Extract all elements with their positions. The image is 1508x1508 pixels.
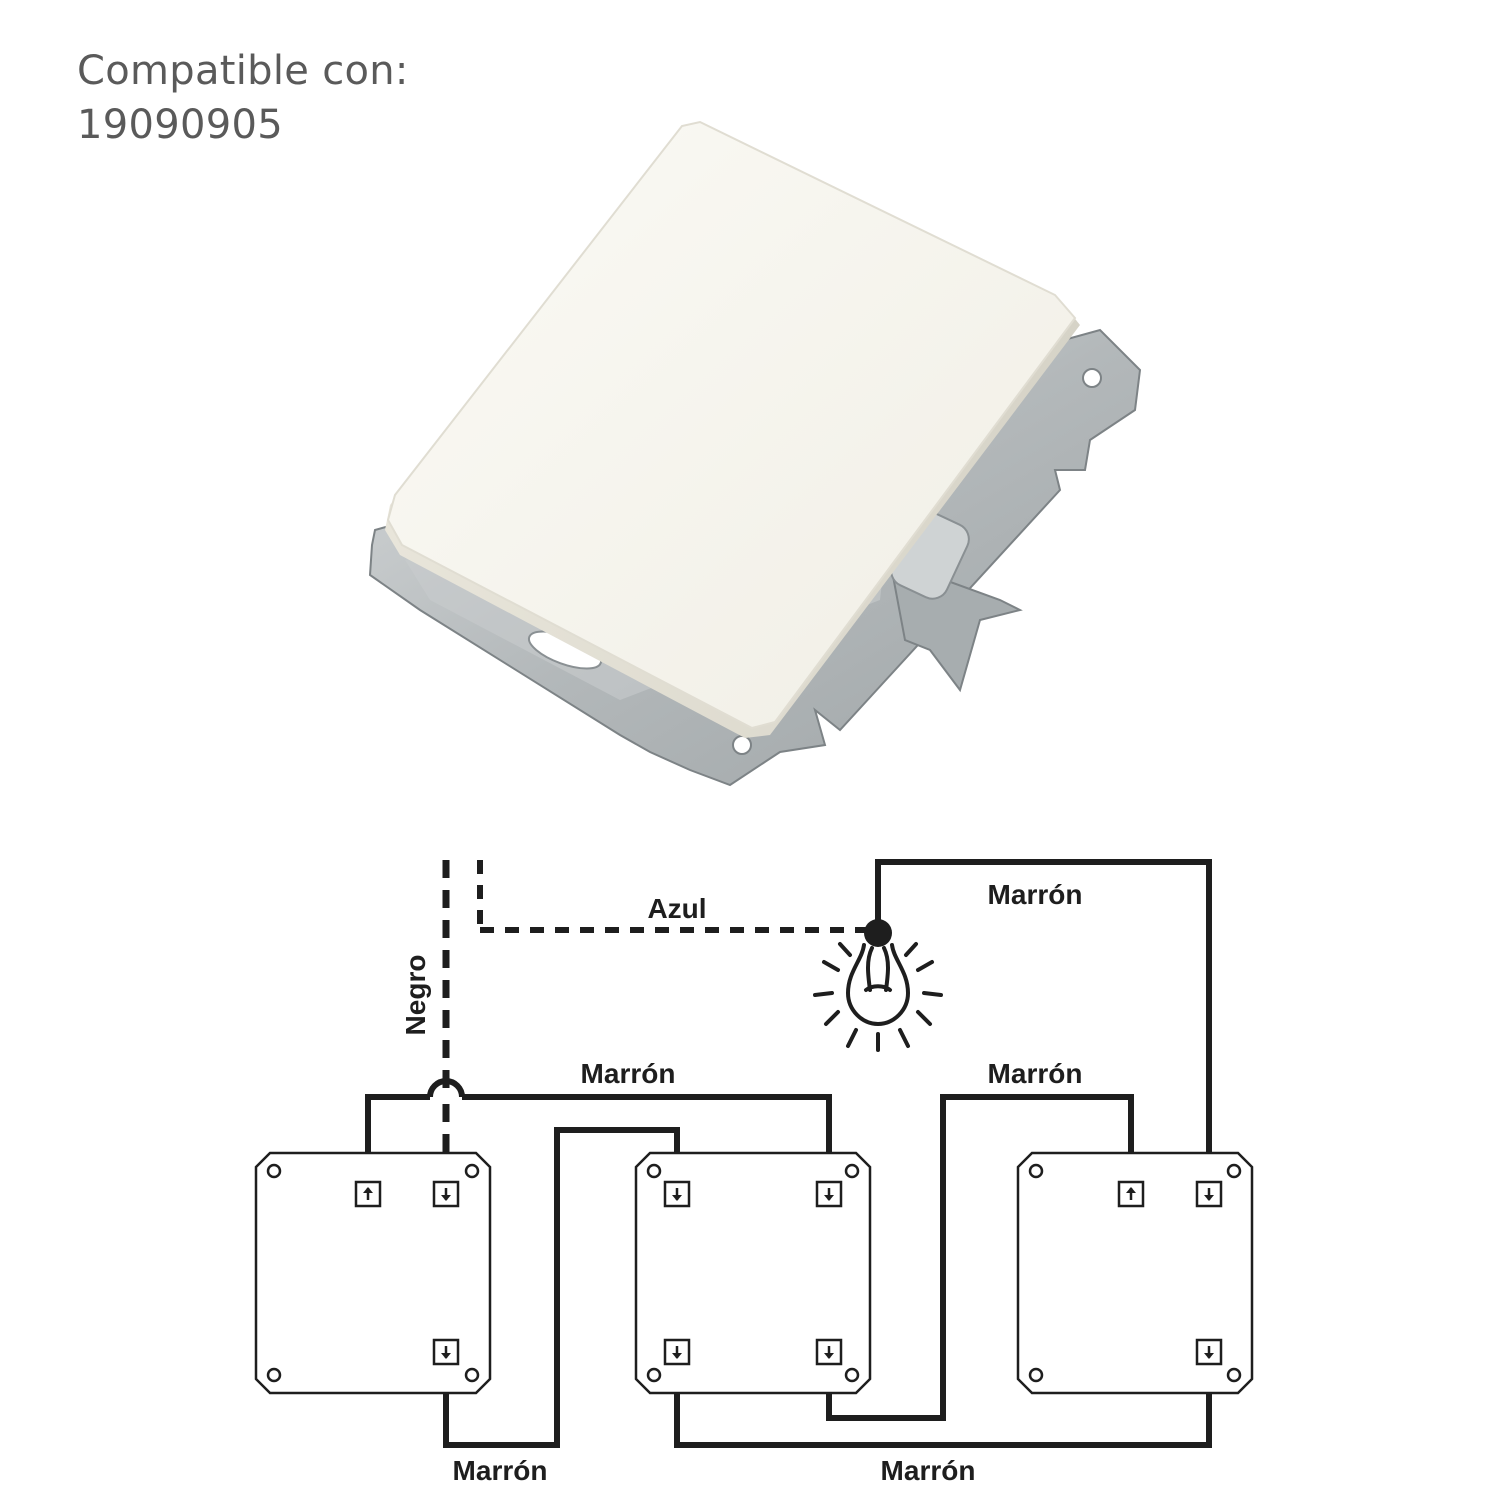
neutral-wire-dashed — [477, 860, 870, 933]
switch-box-icon — [1016, 1151, 1254, 1395]
screw-hole — [1028, 1163, 1044, 1179]
switch-box-left — [254, 1151, 492, 1395]
marron-wires — [365, 859, 1212, 1448]
screw-hole — [646, 1367, 662, 1383]
compatible-code: 19090905 — [77, 102, 283, 148]
switch-box-middle — [634, 1151, 872, 1395]
label-marron-top-right: Marrón — [988, 879, 1083, 910]
switch-box-icon — [634, 1151, 872, 1395]
arrow-up-icon — [1117, 1180, 1145, 1208]
light-bulb-icon — [813, 919, 943, 1052]
screw-hole — [1226, 1163, 1242, 1179]
screw-hole — [266, 1163, 282, 1179]
screw-hole — [646, 1163, 662, 1179]
arrow-up-icon — [354, 1180, 382, 1208]
arrow-down-icon — [663, 1338, 691, 1366]
switch-box-right — [1016, 1151, 1254, 1395]
label-marron-bottom-center: Marrón — [881, 1455, 976, 1486]
rocker-plate — [385, 120, 1080, 738]
screw-hole — [844, 1367, 860, 1383]
arrow-down-icon — [432, 1180, 460, 1208]
arrow-down-icon — [815, 1338, 843, 1366]
screw-hole — [1028, 1367, 1044, 1383]
screw-hole — [464, 1163, 480, 1179]
compatible-label: Compatible con: — [77, 48, 409, 94]
screw-hole — [1226, 1367, 1242, 1383]
arrow-down-icon — [815, 1180, 843, 1208]
label-azul: Azul — [647, 893, 706, 924]
arrow-down-icon — [432, 1338, 460, 1366]
switch-box-icon — [254, 1151, 492, 1395]
screw-hole — [844, 1163, 860, 1179]
arrow-down-icon — [1195, 1180, 1223, 1208]
screw-hole — [464, 1367, 480, 1383]
label-negro: Negro — [400, 955, 431, 1036]
screw-hole — [266, 1367, 282, 1383]
label-marron-mid-right: Marrón — [988, 1058, 1083, 1089]
label-marron-mid-left: Marrón — [581, 1058, 676, 1089]
arrow-down-icon — [1195, 1338, 1223, 1366]
label-marron-bottom-left: Marrón — [453, 1455, 548, 1486]
arrow-down-icon — [663, 1180, 691, 1208]
product-heading: Compatible con: 19090905 — [77, 44, 409, 152]
